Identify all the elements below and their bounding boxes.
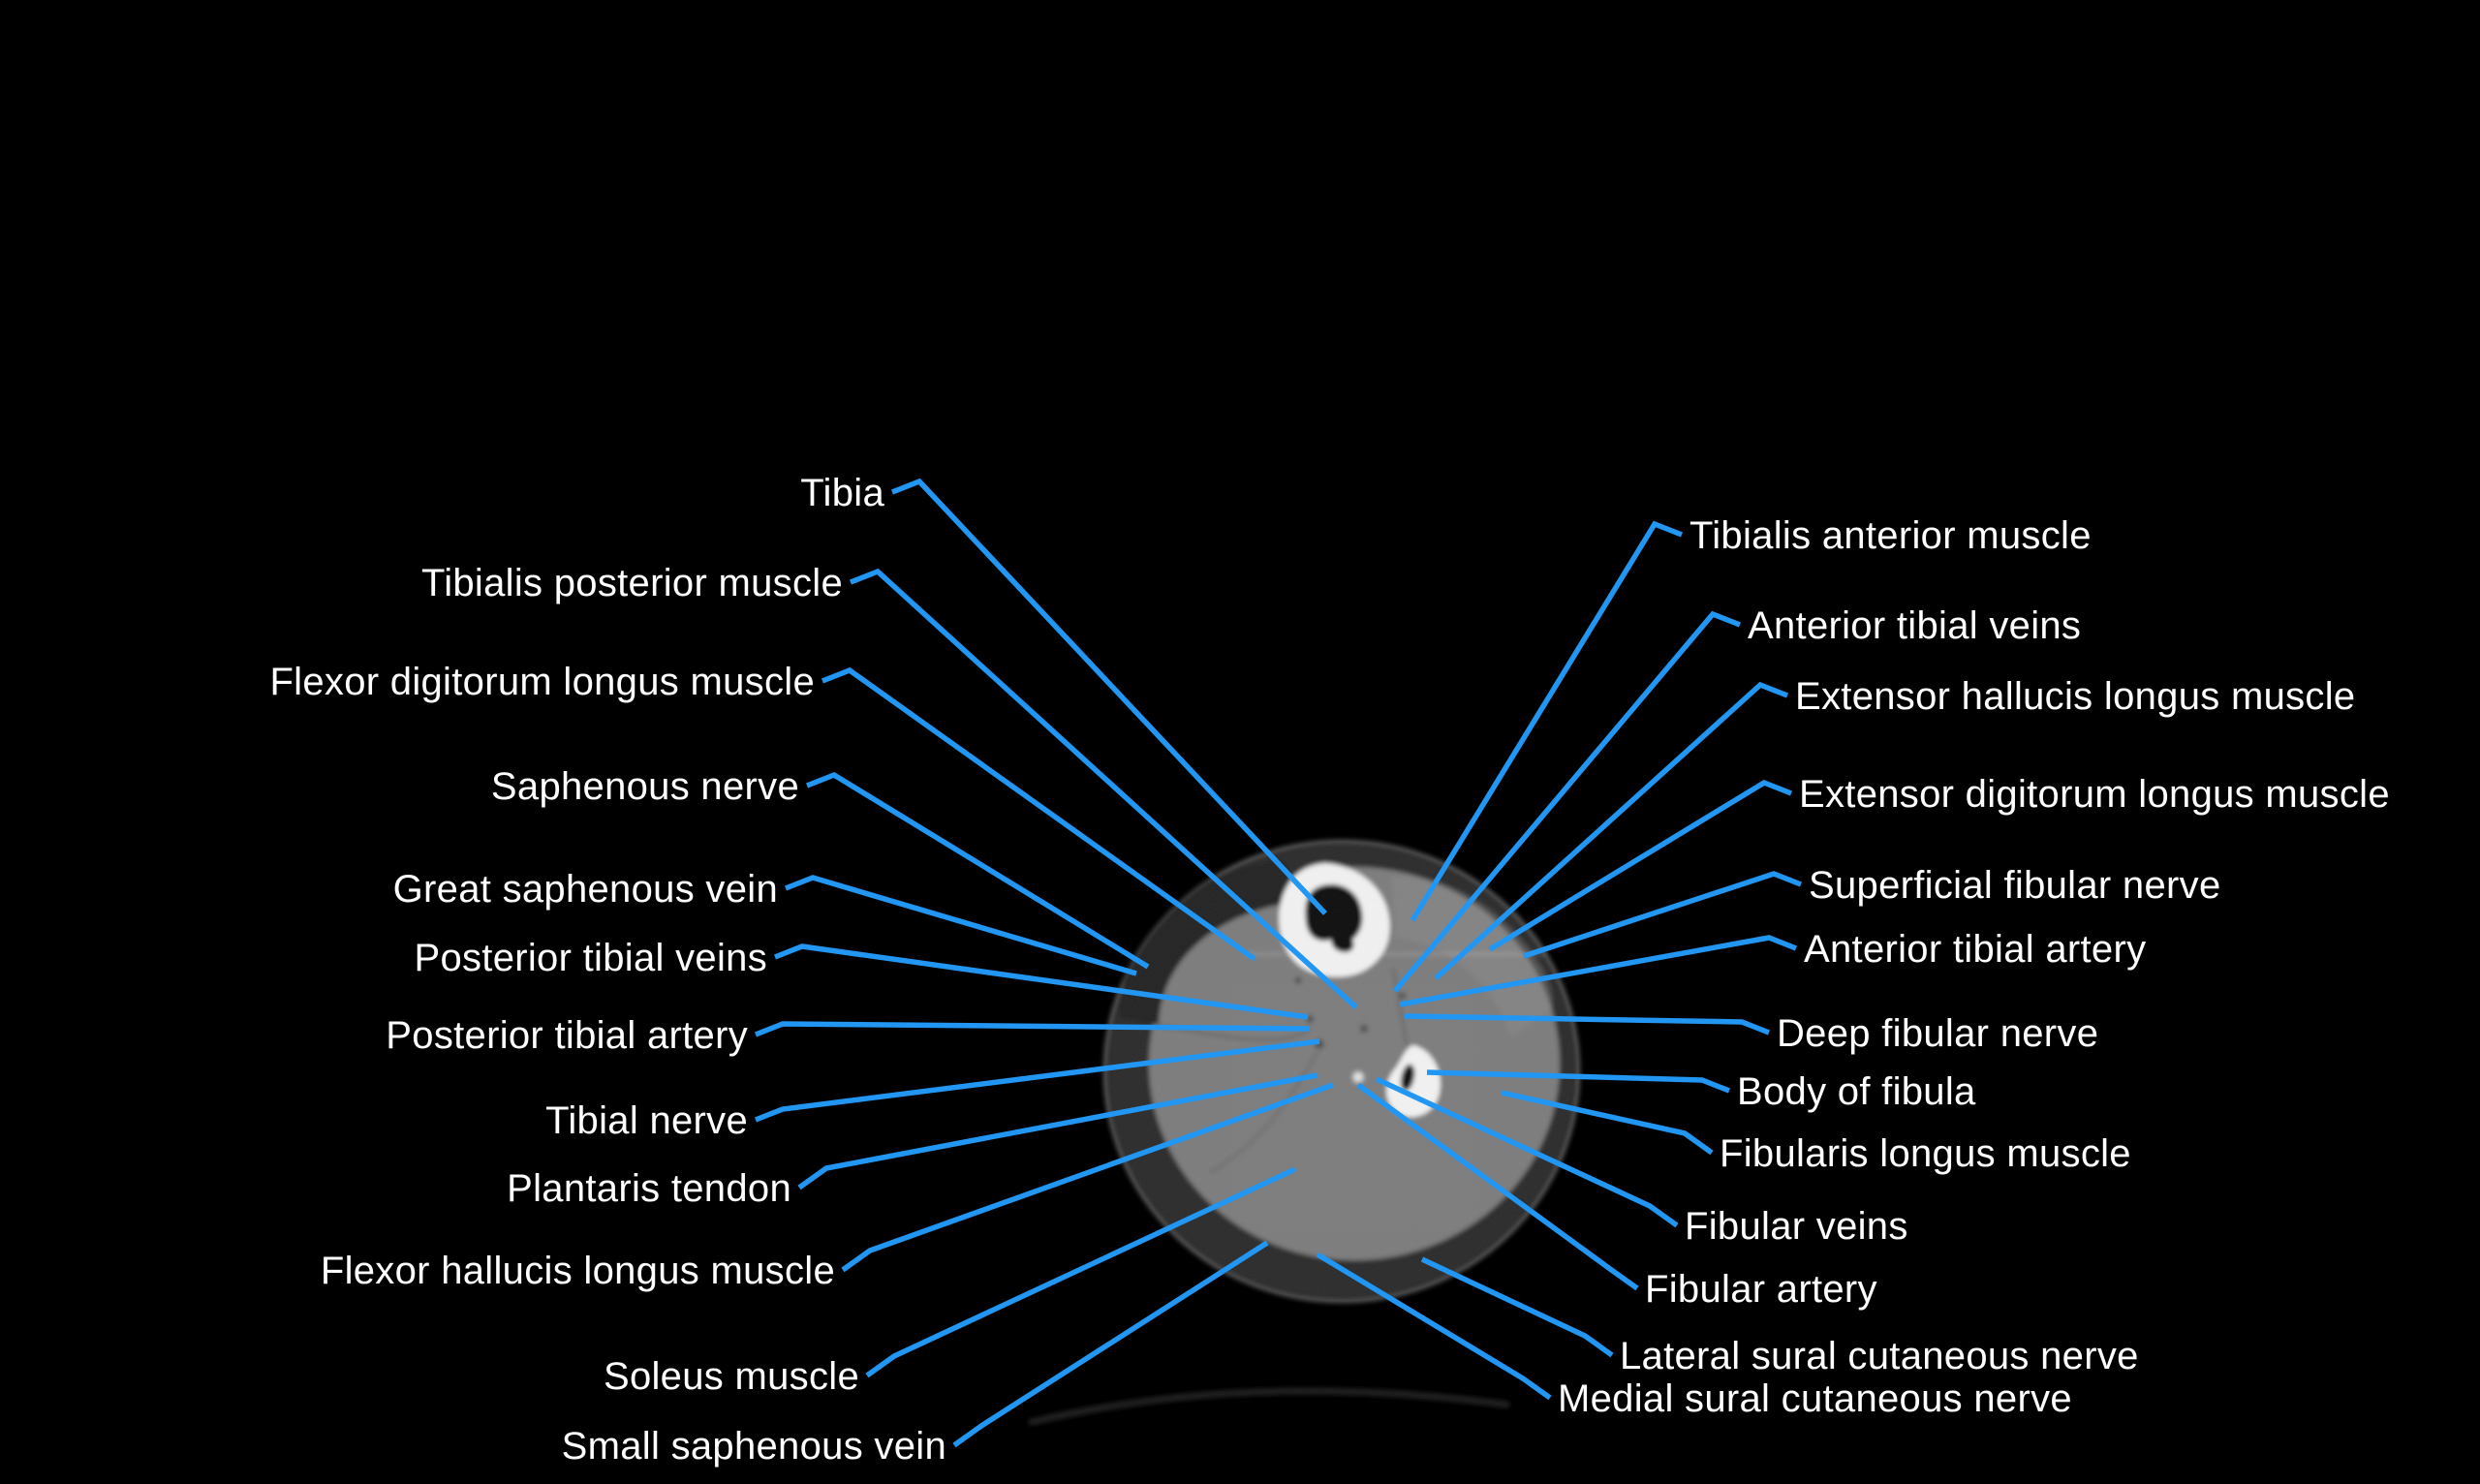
label-fibular-artery: Fibular artery bbox=[1645, 1268, 1877, 1312]
leader-line-flexor-digitorum-longus-muscle bbox=[821, 666, 1256, 962]
leader-line-anterior-tibial-veins bbox=[1392, 610, 1742, 993]
label-great-saphenous-vein: Great saphenous vein bbox=[392, 868, 778, 912]
label-plantaris-tendon: Plantaris tendon bbox=[507, 1167, 791, 1211]
leader-line-superficial-fibular-nerve bbox=[1523, 871, 1803, 959]
scanner-table-line bbox=[1028, 1387, 1510, 1426]
leader-line-great-saphenous-vein bbox=[784, 875, 1137, 976]
label-superficial-fibular-nerve: Superficial fibular nerve bbox=[1809, 864, 2221, 908]
label-extensor-digitorum-longus-muscle: Extensor digitorum longus muscle bbox=[1799, 773, 2390, 817]
leader-line-extensor-hallucis-longus-muscle bbox=[1434, 681, 1789, 981]
leader-line-plantaris-tendon bbox=[797, 1072, 1318, 1190]
leader-line-small-saphenous-vein bbox=[952, 1240, 1269, 1448]
leader-line-deep-fibular-nerve bbox=[1404, 1013, 1771, 1036]
leader-line-tibialis-posterior-muscle bbox=[849, 568, 1358, 1010]
label-tibia: Tibia bbox=[800, 472, 884, 515]
label-tibialis-posterior-muscle: Tibialis posterior muscle bbox=[420, 562, 843, 605]
leader-line-extensor-digitorum-longus-muscle bbox=[1488, 779, 1793, 952]
leader-line-fibular-veins bbox=[1375, 1076, 1679, 1228]
label-fibularis-longus-muscle: Fibularis longus muscle bbox=[1720, 1132, 2131, 1176]
label-soleus-muscle: Soleus muscle bbox=[603, 1355, 859, 1399]
label-lateral-sural-cutaneous-nerve: Lateral sural cutaneous nerve bbox=[1620, 1335, 2139, 1378]
leader-line-body-of-fibula bbox=[1426, 1069, 1731, 1094]
label-fibular-veins: Fibular veins bbox=[1685, 1205, 1908, 1249]
label-medial-sural-cutaneous-nerve: Medial sural cutaneous nerve bbox=[1558, 1377, 2072, 1421]
label-flexor-digitorum-longus-muscle: Flexor digitorum longus muscle bbox=[269, 661, 815, 704]
label-tibialis-anterior-muscle: Tibialis anterior muscle bbox=[1690, 514, 2092, 558]
leader-line-lateral-sural-cutaneous-nerve bbox=[1420, 1256, 1614, 1358]
leader-line-tibia bbox=[890, 478, 1328, 915]
label-tibial-nerve: Tibial nerve bbox=[545, 1099, 748, 1143]
leader-line-anterior-tibial-artery bbox=[1399, 935, 1798, 1007]
leader-line-medial-sural-cutaneous-nerve bbox=[1316, 1252, 1552, 1401]
label-saphenous-nerve: Saphenous nerve bbox=[490, 765, 799, 809]
leader-line-tibial-nerve bbox=[754, 1038, 1320, 1123]
leader-line-soleus-muscle bbox=[865, 1166, 1297, 1378]
leader-line-posterior-tibial-veins bbox=[773, 943, 1309, 1020]
leader-line-saphenous-nerve bbox=[805, 771, 1150, 970]
label-extensor-hallucis-longus-muscle: Extensor hallucis longus muscle bbox=[1795, 675, 2356, 719]
leader-line-posterior-tibial-artery bbox=[754, 1021, 1311, 1037]
label-anterior-tibial-artery: Anterior tibial artery bbox=[1804, 928, 2147, 972]
label-posterior-tibial-artery: Posterior tibial artery bbox=[386, 1014, 748, 1058]
label-posterior-tibial-veins: Posterior tibial veins bbox=[414, 937, 767, 980]
label-anterior-tibial-veins: Anterior tibial veins bbox=[1748, 604, 2082, 648]
leader-line-tibialis-anterior-muscle bbox=[1410, 520, 1684, 922]
leader-line-flexor-hallucis-longus-muscle bbox=[841, 1082, 1334, 1273]
leader-line-fibularis-longus-muscle bbox=[1501, 1090, 1714, 1156]
leader-lines bbox=[754, 478, 1803, 1448]
label-body-of-fibula: Body of fibula bbox=[1737, 1070, 1976, 1114]
label-small-saphenous-vein: Small saphenous vein bbox=[561, 1425, 946, 1469]
label-deep-fibular-nerve: Deep fibular nerve bbox=[1777, 1012, 2099, 1056]
label-flexor-hallucis-longus-muscle: Flexor hallucis longus muscle bbox=[320, 1250, 835, 1293]
leader-line-fibular-artery bbox=[1356, 1082, 1639, 1291]
